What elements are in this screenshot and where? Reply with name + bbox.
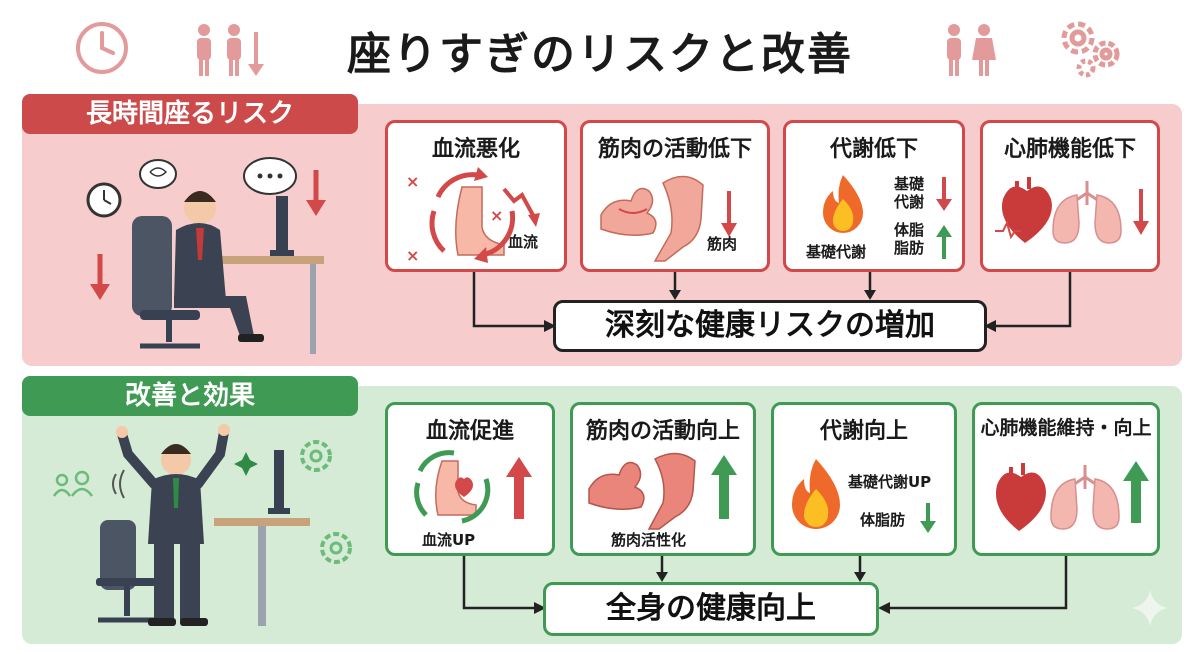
risk-heading: 長時間座るリスク [22,94,358,134]
risk-card-blood-flow: 血流悪化 × × × 血流 [385,120,567,272]
heart-icon [455,477,473,497]
risk-card-cardiopulmonary: 心肺機能低下 [980,120,1160,272]
card-title: 代謝向上 [819,419,908,444]
improve-card-metabolism: 代謝向上 基礎代謝UP 体脂肪 [771,402,957,556]
svg-text:×: × [406,246,419,265]
leg-foot-icon [455,186,505,256]
card-title: 心肺機能低下 [1003,137,1136,162]
heart-icon [995,463,1046,531]
basal-metabolism-up-label: 基礎代謝UP [848,473,932,491]
muscle-activation-label: 筋肉活性化 [611,531,687,549]
body-fat-label: 体脂肪 [860,511,906,529]
basal-metabolism-label: 基礎代謝 [806,243,867,261]
muscle-label: 筋肉 [707,235,738,253]
blood-flow-up-label: 血流UP [422,531,476,549]
card-title: 血流促進 [425,419,514,444]
card-title: 代謝低下 [829,137,918,162]
muscle-icon [600,175,737,262]
improve-card-blood-flow: 血流促進 血流UP [385,402,555,556]
gear-icon [300,440,332,472]
improve-card-muscle: 筋肉の活動向上 筋肉活性化 [570,402,756,556]
lungs-icon [1052,181,1122,244]
heart-icon [1001,177,1052,243]
risk-outcome-box: 深刻な健康リスクの増加 [553,300,987,352]
clock-icon [86,182,122,218]
risk-card-metabolism: 代謝低下 基礎代謝 基礎 代謝 体脂 脂肪 [783,120,965,272]
basal-metabolism-small-label: 基礎 代謝 [894,175,925,211]
gear-icon [1061,21,1120,78]
people-icon [52,470,94,497]
sparkle-icon [1132,590,1168,626]
fire-icon [792,459,840,529]
gear-icon [320,532,352,564]
people-down-icon [197,24,264,76]
arrow-up-icon [936,225,952,259]
card-title: 筋肉の活動向上 [585,419,740,444]
svg-text:×: × [406,172,419,191]
heart-lungs-icon [995,177,1149,244]
clock-icon [76,22,128,74]
arm-icon [588,461,645,510]
sitting-man-illustration [86,157,326,354]
standing-man-illustration [52,424,310,626]
improve-outcome-box: 全身の健康向上 [543,582,879,636]
risk-card-muscle: 筋肉の活動低下 筋肉 [580,120,770,272]
svg-text:×: × [490,206,503,225]
improve-heading: 改善と効果 [22,376,358,416]
leg-icon [647,452,696,530]
heart-lungs-icon [995,461,1149,531]
arm-icon [600,187,657,236]
leg-icon [653,175,704,262]
muscle-icon [588,452,737,530]
body-fat-small-label: 体脂 脂肪 [894,221,925,257]
improve-card-cardiopulmonary: 心肺機能維持・向上 [972,402,1160,556]
arrow-down-icon [920,503,936,533]
card-title: 筋肉の活動低下 [597,137,752,162]
blood-flow-label: 血流 [508,233,539,251]
card-title: 心肺機能維持・向上 [980,417,1152,439]
page-title: 座りすぎのリスクと改善 [347,29,853,80]
fire-icon [823,175,863,233]
lungs-icon [1050,465,1120,530]
card-title: 血流悪化 [431,137,520,162]
arrow-down-icon [936,177,952,211]
blood-circulation-icon [414,450,532,524]
blood-circulation-icon: × × × [406,167,540,265]
couple-icon [947,24,996,76]
